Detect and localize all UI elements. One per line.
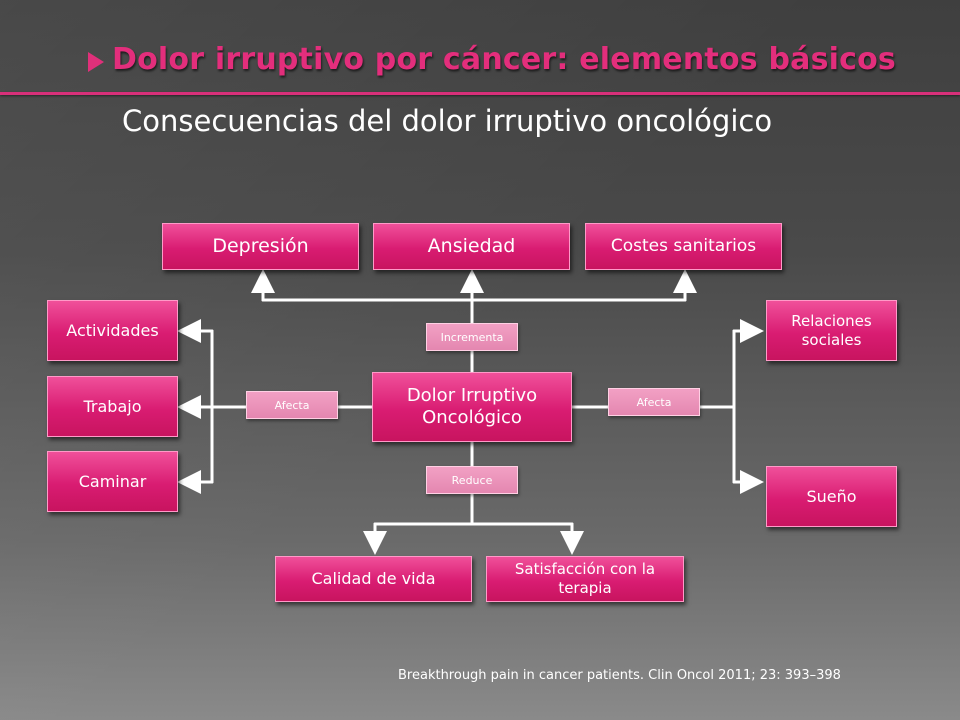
title-divider xyxy=(0,92,960,95)
box-depresion: Depresión xyxy=(162,223,359,270)
box-relaciones-sociales: Relaciones sociales xyxy=(766,300,897,361)
box-center-dolor-irruptivo: Dolor Irruptivo Oncológico xyxy=(372,372,572,442)
citation: Breakthrough pain in cancer patients. Cl… xyxy=(398,668,841,683)
box-caminar: Caminar xyxy=(47,451,178,512)
box-costes-sanitarios: Costes sanitarios xyxy=(585,223,782,270)
title-bullet-icon xyxy=(88,52,104,72)
box-calidad-de-vida: Calidad de vida xyxy=(275,556,472,602)
box-actividades: Actividades xyxy=(47,300,178,361)
slide-title: Dolor irruptivo por cáncer: elementos bá… xyxy=(112,42,896,77)
label-reduce: Reduce xyxy=(426,466,518,494)
box-sueno: Sueño xyxy=(766,466,897,527)
label-afecta-left: Afecta xyxy=(246,391,338,419)
box-ansiedad: Ansiedad xyxy=(373,223,570,270)
label-incrementa: Incrementa xyxy=(426,323,518,351)
label-afecta-right: Afecta xyxy=(608,388,700,416)
box-trabajo: Trabajo xyxy=(47,376,178,437)
box-satisfaccion-terapia: Satisfacción con la terapia xyxy=(486,556,684,602)
slide-subtitle: Consecuencias del dolor irruptivo oncoló… xyxy=(122,104,773,138)
